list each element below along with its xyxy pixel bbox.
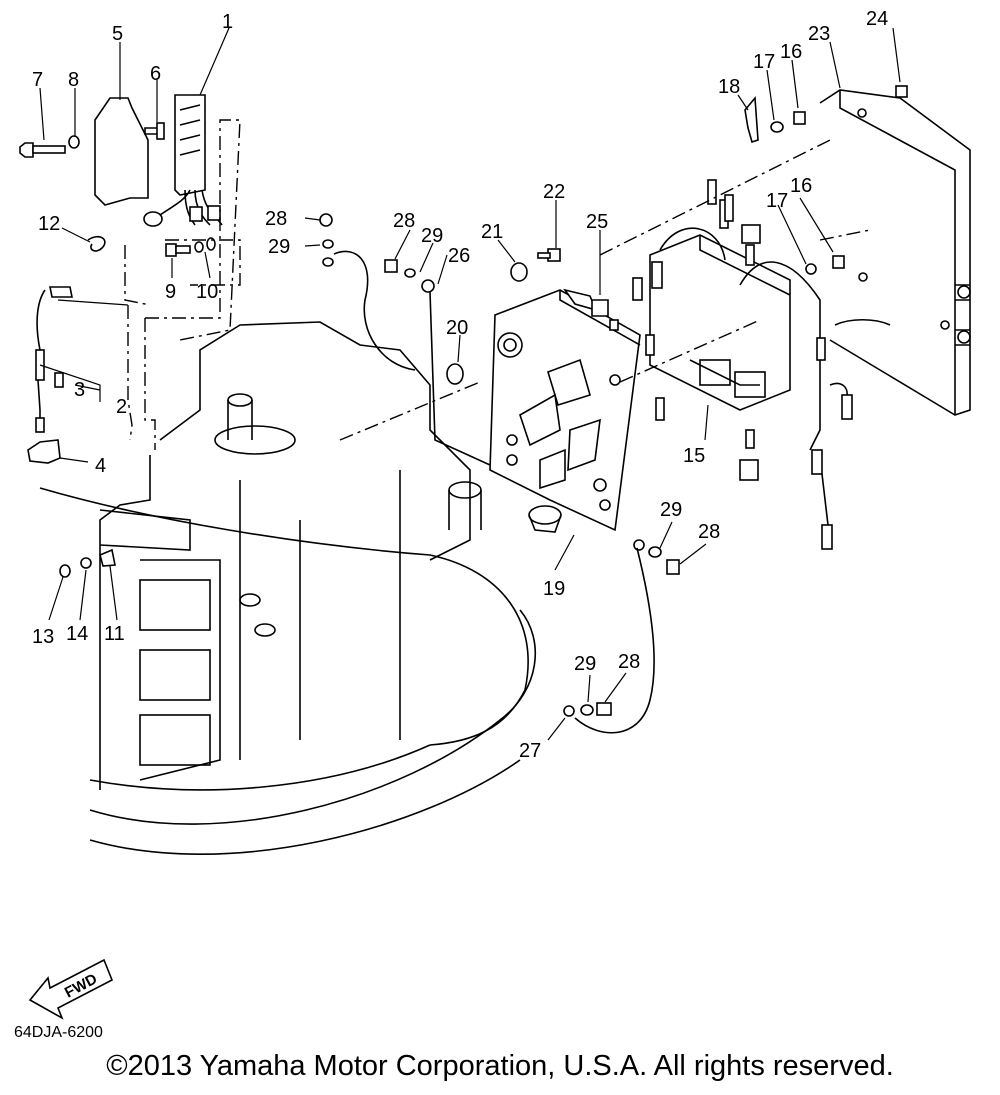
upper-left-parts: [19, 94, 223, 464]
callout-21: 21: [481, 221, 503, 243]
callout-labels: 1 2 3 4 5 6 7 8 9 10 11 12 13 14 15 16 1…: [32, 8, 888, 762]
callout-28a: 28: [265, 208, 287, 230]
fwd-arrow-icon: FWD: [28, 958, 114, 1020]
callout-28b: 28: [393, 210, 415, 232]
callout-16a: 16: [780, 41, 802, 63]
callout-5: 5: [112, 23, 123, 45]
callout-4: 4: [95, 455, 106, 477]
assembly-lines: [124, 119, 871, 450]
cover-plate: [819, 89, 971, 416]
callout-29c: 29: [660, 499, 682, 521]
callout-27: 27: [519, 740, 541, 762]
leader-lines: [39, 27, 901, 741]
callout-9: 9: [165, 281, 176, 303]
callout-7: 7: [32, 69, 43, 91]
callout-19: 19: [543, 578, 565, 600]
fasteners: [59, 85, 908, 717]
callout-22: 22: [543, 181, 565, 203]
callout-12: 12: [38, 213, 60, 235]
callout-3: 3: [74, 379, 85, 401]
callout-28c: 28: [698, 521, 720, 543]
callout-29b: 29: [421, 225, 443, 247]
callout-29d: 29: [574, 653, 596, 675]
callout-17a: 17: [753, 51, 775, 73]
callout-2: 2: [116, 396, 127, 418]
callout-15: 15: [683, 445, 705, 467]
callout-6: 6: [150, 63, 161, 85]
cdi-unit: [632, 179, 853, 550]
callout-24: 24: [866, 8, 888, 30]
callout-29a: 29: [268, 236, 290, 258]
engine-block: [39, 321, 537, 855]
callout-1: 1: [222, 11, 233, 33]
copyright-notice: ©2013 Yamaha Motor Corporation, U.S.A. A…: [106, 1050, 894, 1082]
callout-10: 10: [196, 281, 218, 303]
ground-leads: [333, 250, 655, 734]
callout-17b: 17: [766, 190, 788, 212]
callout-13: 13: [32, 626, 54, 648]
callout-18: 18: [718, 76, 740, 98]
part-code: 64DJA-6200: [14, 1024, 103, 1041]
callout-20: 20: [446, 317, 468, 339]
callout-23: 23: [808, 23, 830, 45]
callout-8: 8: [68, 69, 79, 91]
callout-28d: 28: [618, 651, 640, 673]
callout-26: 26: [448, 245, 470, 267]
callout-25: 25: [586, 211, 608, 233]
callout-11: 11: [104, 623, 125, 645]
callout-14: 14: [66, 623, 88, 645]
mounting-plate: [489, 289, 641, 533]
callout-16b: 16: [790, 175, 812, 197]
